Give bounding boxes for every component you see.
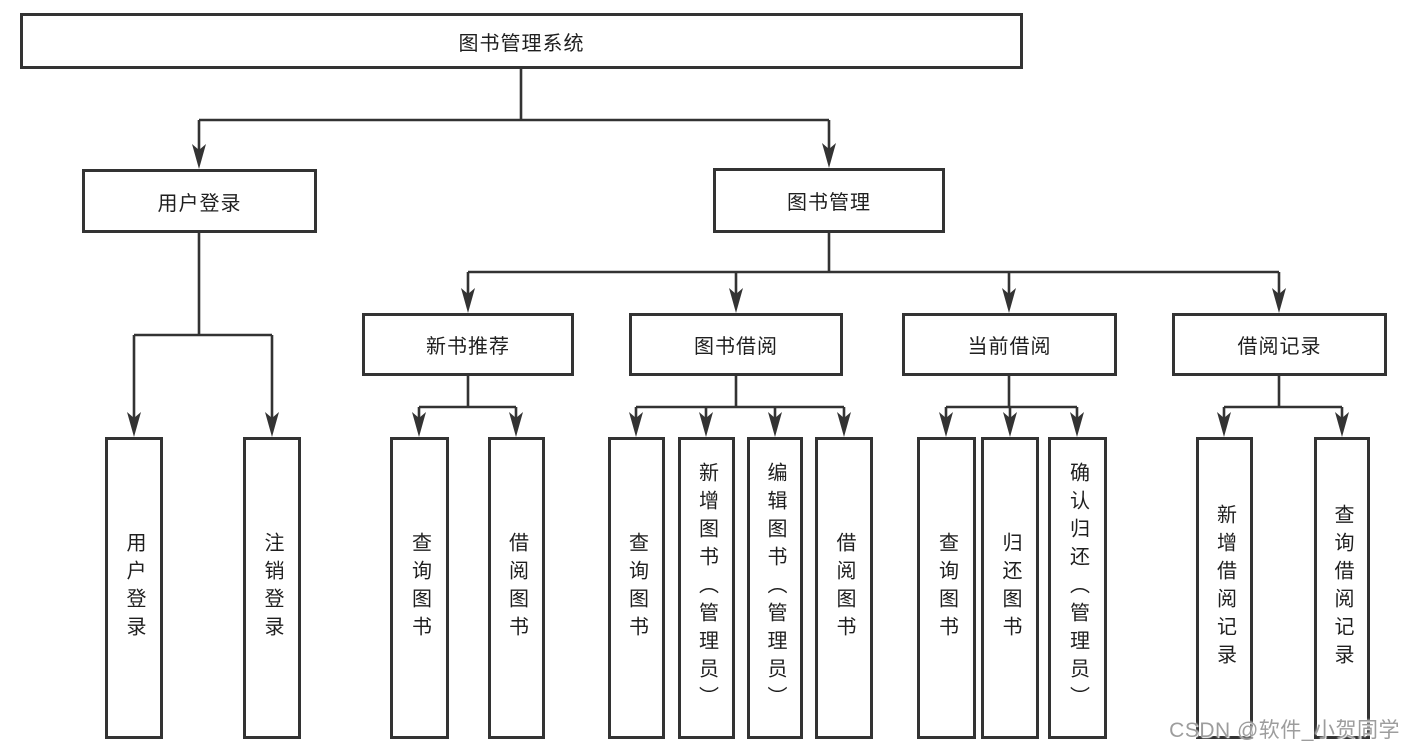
node-book-management: 图书管理: [713, 168, 945, 233]
node-label: 图书管理系统: [458, 32, 585, 55]
node-label: 归还图书: [999, 532, 1021, 644]
leaf-confirm-return-admin: 确认归还（管理员）: [1048, 437, 1107, 739]
leaf-borrow-books-newbook: 借阅图书: [488, 437, 545, 739]
leaf-add-borrow-record: 新增借阅记录: [1196, 437, 1253, 739]
leaf-query-books-current: 查询图书: [917, 437, 976, 739]
node-book-borrowing: 图书借阅: [629, 313, 843, 376]
node-label: 借阅图书: [505, 532, 528, 644]
node-label: 用户登录: [157, 192, 242, 215]
node-label: 查询借阅记录: [1331, 504, 1353, 672]
node-label: 查询图书: [408, 532, 431, 644]
node-label: 查询图书: [625, 532, 648, 644]
node-new-book-recommend: 新书推荐: [362, 313, 574, 376]
leaf-borrow-books-borrowing: 借阅图书: [815, 437, 873, 739]
leaf-query-books-borrowing: 查询图书: [608, 437, 665, 739]
leaf-add-book-admin: 新增图书（管理员）: [678, 437, 735, 739]
node-borrowing-records: 借阅记录: [1172, 313, 1387, 376]
node-label: 新增图书（管理员）: [695, 462, 718, 714]
leaf-user-login: 用户登录: [105, 437, 163, 739]
csdn-watermark: CSDN @软件_小贺同学: [1169, 719, 1400, 742]
node-label: 当前借阅: [967, 336, 1052, 358]
node-label: 图书管理: [787, 192, 871, 214]
leaf-query-books-newbook: 查询图书: [390, 437, 449, 739]
node-label: 注销登录: [261, 532, 283, 644]
node-label: 查询图书: [935, 532, 958, 644]
leaf-logout: 注销登录: [243, 437, 301, 739]
node-label: 编辑图书（管理员）: [764, 462, 786, 714]
node-label: 图书借阅: [694, 336, 778, 358]
leaf-return-books: 归还图书: [981, 437, 1039, 739]
leaf-edit-book-admin: 编辑图书（管理员）: [747, 437, 803, 739]
node-label: 借阅记录: [1237, 336, 1322, 358]
node-library-management-system: 图书管理系统: [20, 13, 1023, 69]
node-label: 新书推荐: [426, 336, 510, 358]
node-user-login: 用户登录: [82, 169, 317, 233]
node-label: 用户登录: [123, 532, 145, 644]
node-label: 新增借阅记录: [1213, 504, 1236, 672]
node-label: 确认归还（管理员）: [1066, 462, 1089, 714]
node-label: 借阅图书: [833, 532, 855, 644]
node-current-borrowing: 当前借阅: [902, 313, 1117, 376]
leaf-query-borrow-record: 查询借阅记录: [1314, 437, 1370, 739]
